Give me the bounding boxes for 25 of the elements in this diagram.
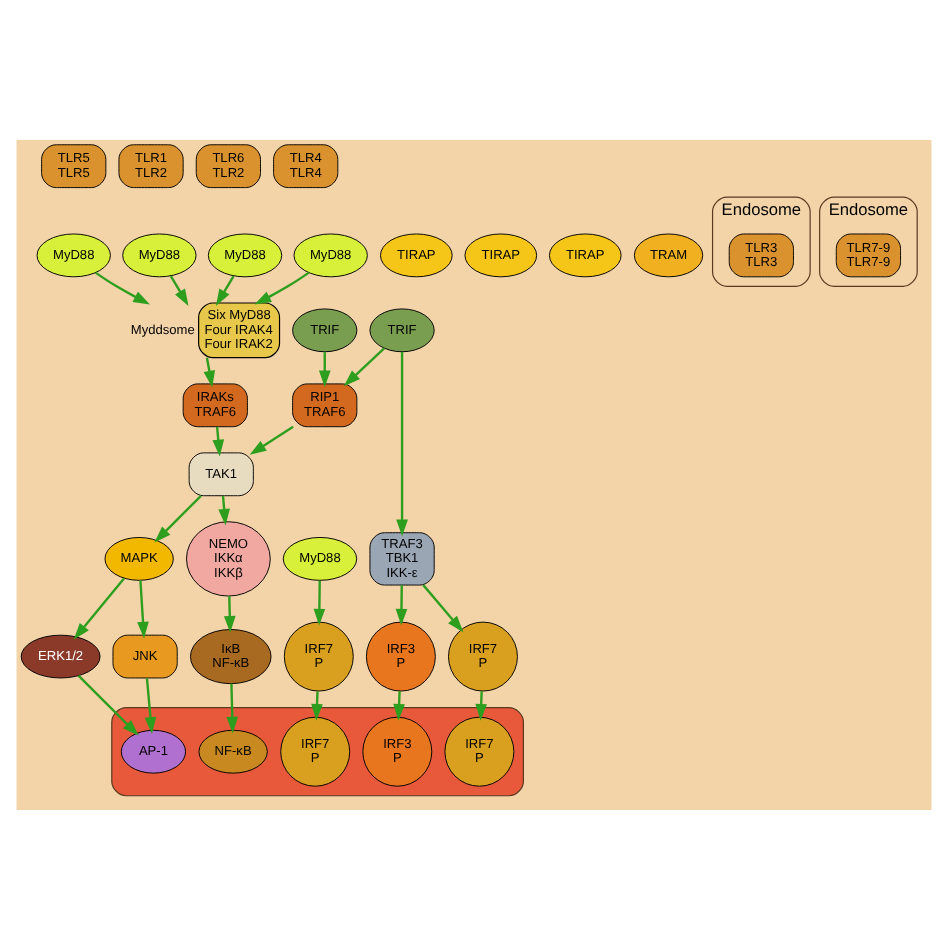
arrow	[144, 677, 157, 733]
arrow	[223, 595, 236, 632]
arrow	[249, 424, 294, 454]
arrow	[169, 274, 189, 305]
arrow	[226, 682, 239, 733]
arrow	[137, 579, 149, 638]
arrow	[311, 690, 323, 720]
arrow	[475, 690, 488, 720]
arrow	[94, 270, 150, 304]
arrow	[422, 583, 464, 632]
arrow	[343, 346, 385, 386]
arrow	[396, 351, 408, 536]
arrow	[313, 579, 326, 625]
arrow	[395, 584, 408, 625]
arrow	[212, 425, 225, 456]
arrow	[218, 494, 230, 525]
arrow	[254, 270, 310, 304]
arrow	[215, 274, 235, 305]
arrow	[73, 576, 125, 639]
arrow	[318, 351, 331, 387]
arrow	[393, 690, 405, 720]
arrow	[77, 673, 139, 735]
arrow	[203, 356, 216, 387]
cluster	[111, 706, 524, 796]
arrow	[154, 493, 202, 542]
